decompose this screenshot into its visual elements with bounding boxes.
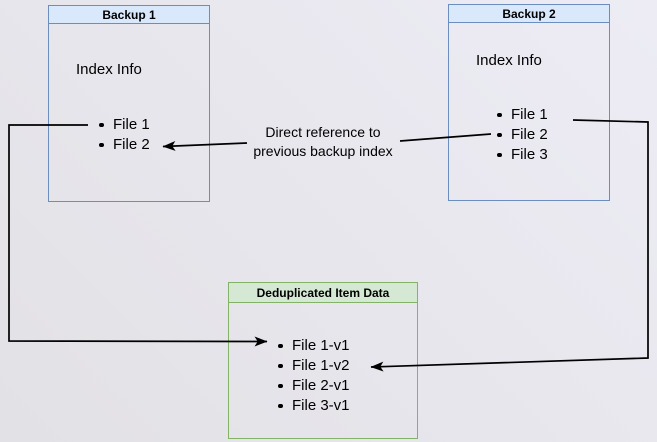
dedup-file-list: File 1-v1 File 1-v2 File 2-v1 File 3-v1 (278, 336, 350, 416)
list-item: File 1-v1 (278, 336, 350, 356)
backup1-file-list: File 1 File 2 (99, 115, 150, 155)
backup2-file-list: File 1 File 2 File 3 (497, 105, 548, 165)
list-item: File 2 (99, 135, 150, 155)
list-item: File 3-v1 (278, 396, 350, 416)
annotation-line2: previous backup index (253, 143, 393, 159)
backup1-header: Backup 1 (49, 6, 209, 24)
list-item: File 1-v2 (278, 356, 350, 376)
list-item: File 2-v1 (278, 376, 350, 396)
backup2-index-info-label: Index Info (476, 52, 542, 69)
dedup-box: Deduplicated Item Data File 1-v1 File 1-… (228, 282, 418, 439)
reference-annotation: Direct reference to previous backup inde… (238, 123, 408, 161)
list-item: File 1 (497, 105, 548, 125)
backup2-header: Backup 2 (449, 5, 609, 23)
annotation-line1: Direct reference to (265, 124, 381, 140)
list-item: File 3 (497, 145, 548, 165)
backup1-box: Backup 1 Index Info File 1 File 2 (48, 5, 210, 202)
list-item: File 2 (497, 125, 548, 145)
list-item: File 1 (99, 115, 150, 135)
backup2-box: Backup 2 Index Info File 1 File 2 File 3 (448, 4, 610, 201)
backup1-index-info-label: Index Info (76, 61, 142, 78)
dedup-header: Deduplicated Item Data (229, 283, 417, 303)
